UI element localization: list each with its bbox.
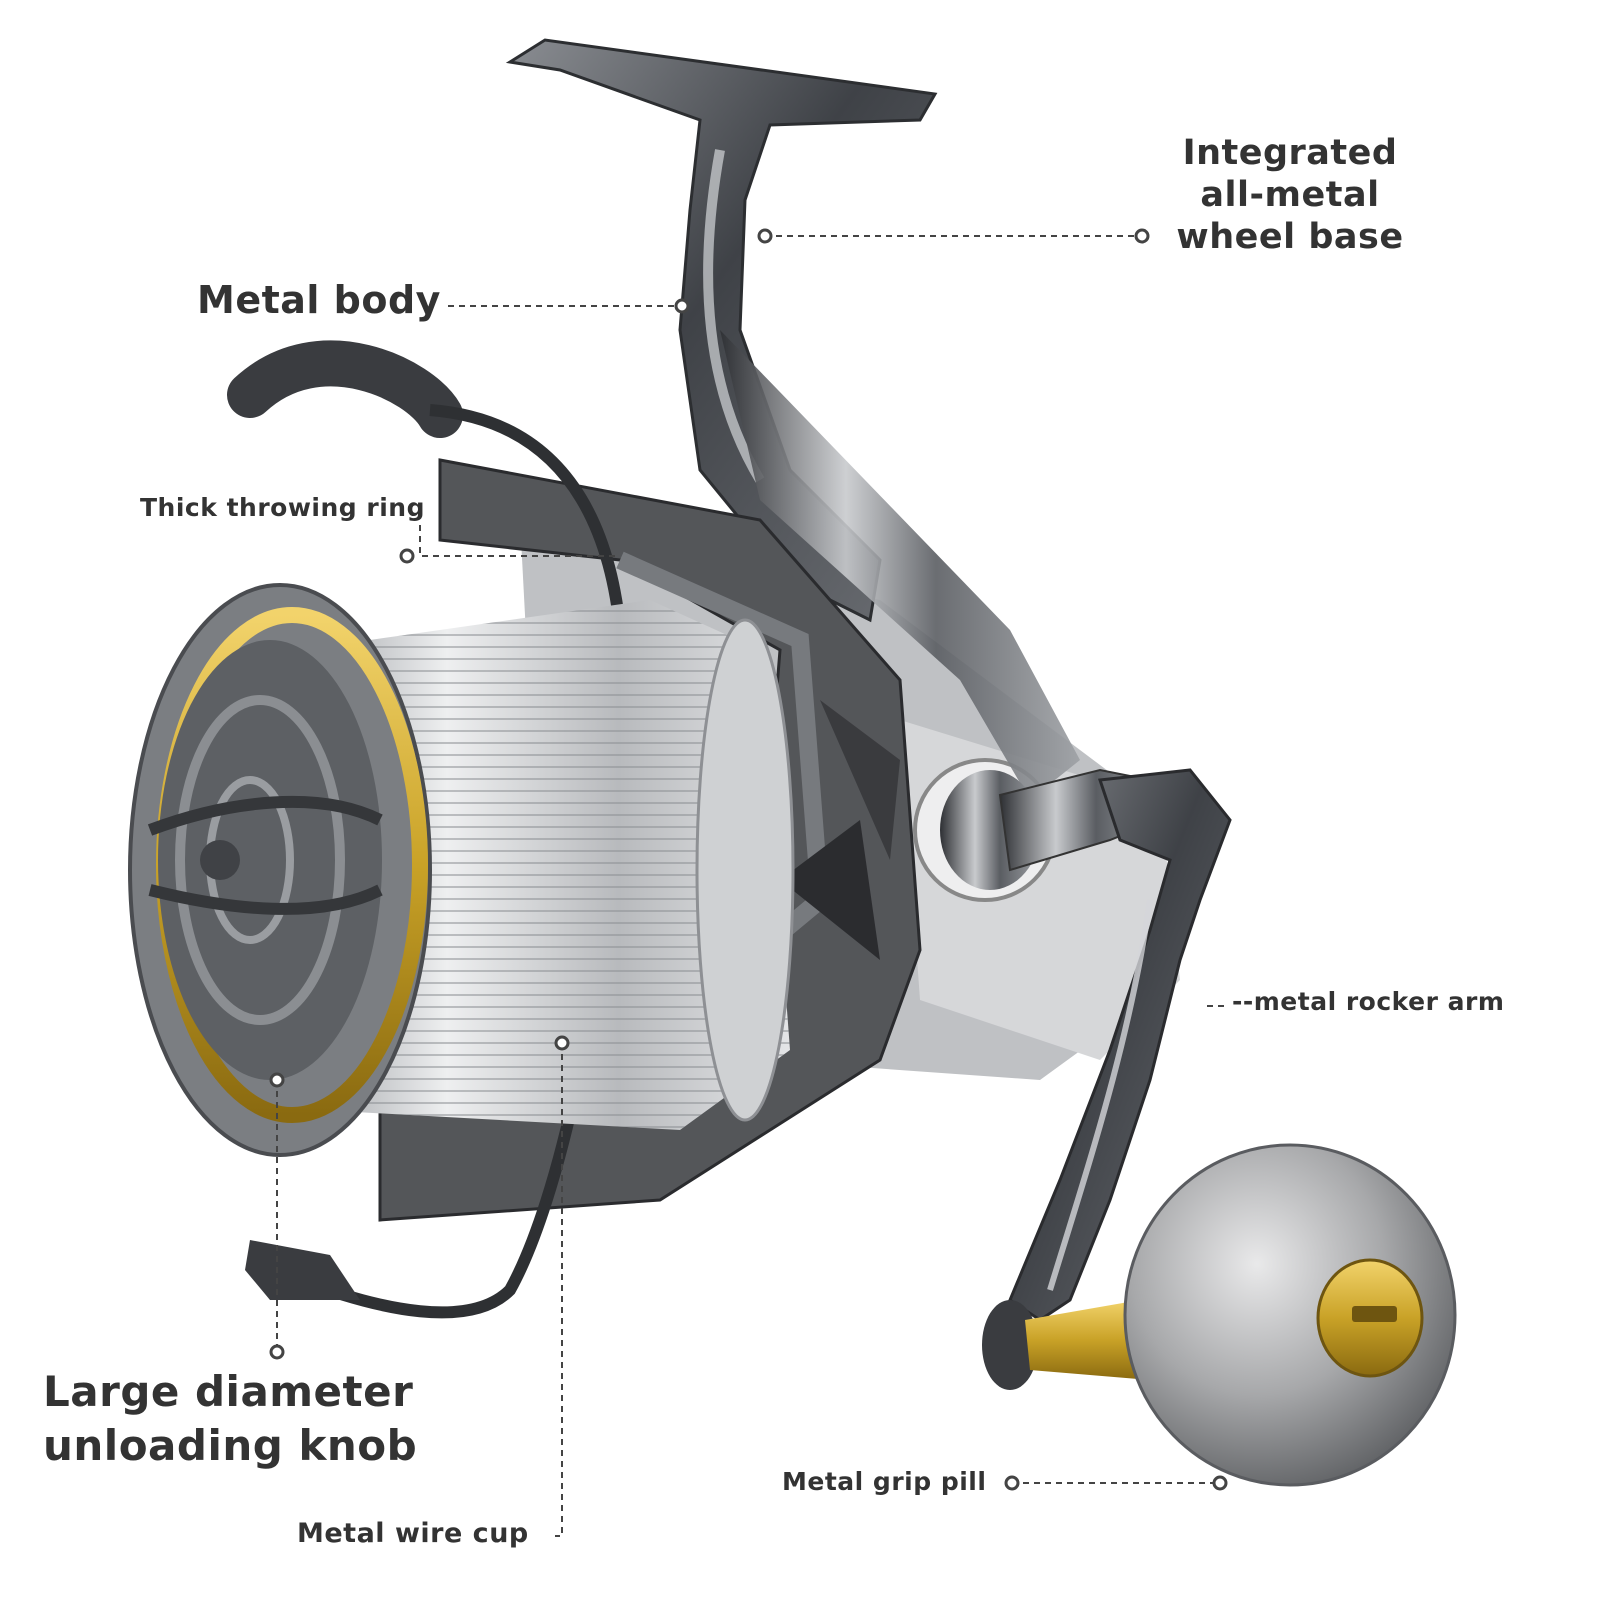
leader-dot-wheel-base-a [757, 228, 773, 244]
rocker-arm [940, 768, 1232, 1322]
leader-dot-throwing-ring [399, 548, 415, 564]
label-rocker-arm: --metal rocker arm [1232, 987, 1505, 1016]
spool-face [128, 583, 432, 1157]
label-grip-pill: Metal grip pill [782, 1467, 987, 1496]
callout-leaders [269, 228, 1228, 1537]
leader-dot-unloading-knob-b [269, 1344, 285, 1360]
wheel-base-stem [505, 38, 1080, 800]
label-wire-cup: Metal wire cup [297, 1518, 529, 1549]
leader-dot-unloading-knob-a [269, 1072, 285, 1088]
leader-dot-grip-pill-b [1212, 1475, 1228, 1491]
label-metal-body: Metal body [197, 278, 441, 322]
spool [300, 600, 795, 1130]
label-throwing-ring: Thick throwing ring [140, 493, 425, 522]
grip-knob [982, 1143, 1457, 1487]
label-wheel-base: Integrated all-metal wheel base [1176, 133, 1404, 257]
leader-dot-wire-cup [554, 1035, 570, 1051]
leader-dot-wheel-base-b [1134, 228, 1150, 244]
leader-dot-metal-body [674, 298, 690, 314]
leader-dot-grip-pill-a [1004, 1475, 1020, 1491]
